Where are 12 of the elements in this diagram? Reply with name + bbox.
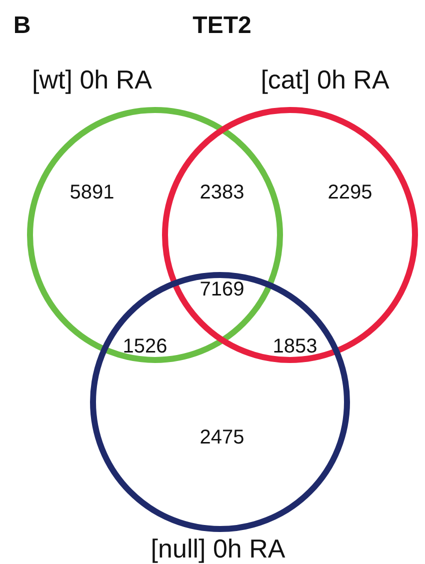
region-count: 5891 (70, 182, 114, 204)
region-count: 2383 (200, 182, 244, 204)
set-label: [wt] 0h RA (32, 64, 152, 96)
region-count: 2475 (200, 426, 244, 450)
region-count: 2295 (328, 182, 372, 204)
region-count: 1526 (122, 336, 168, 358)
region-count: 1853 (272, 336, 318, 358)
region-count: 7169 (200, 278, 244, 302)
panel-letter: B (13, 12, 31, 40)
set-label: [null] 0h RA (150, 534, 286, 564)
figure-title: TET2 (192, 12, 252, 40)
set-label: [cat] 0h RA (260, 64, 390, 96)
